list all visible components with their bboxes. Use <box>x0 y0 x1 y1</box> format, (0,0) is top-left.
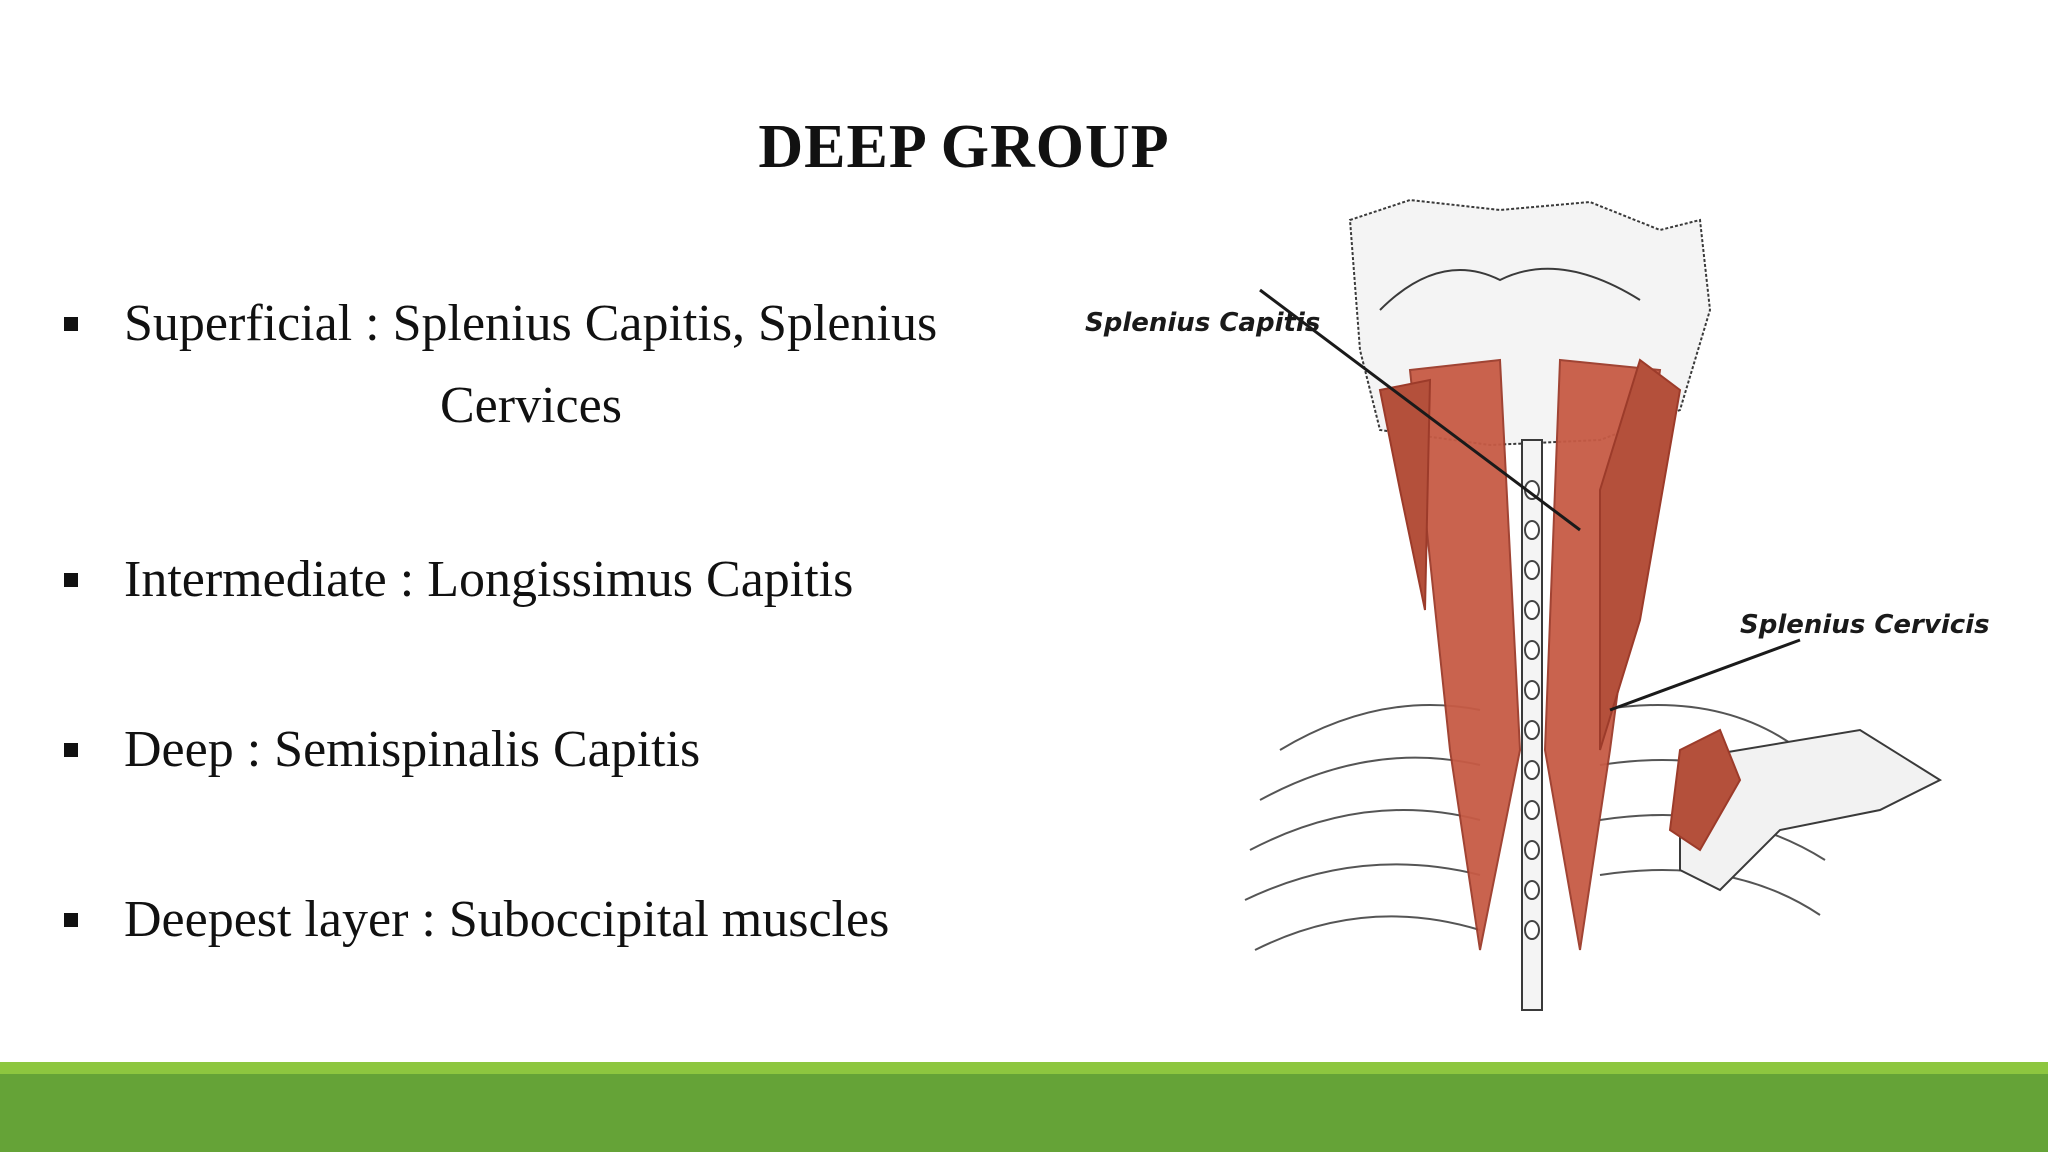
shoulder-muscle <box>1668 728 1742 852</box>
bullet-text: Deep : Semispinalis Capitis <box>124 721 701 778</box>
bullet-text: Deepest layer : Suboccipital muscles <box>124 891 890 948</box>
label-splenius-cervicis: Splenius Cervicis <box>1740 610 1990 640</box>
neck-muscle-illustration: Splenius Capitis Splenius Cervicis <box>1080 190 1990 1030</box>
slide-title: DEEP GROUP <box>758 113 1170 181</box>
bullet-list: Superficial : Splenius Capitis, Splenius… <box>0 0 1100 1000</box>
label-splenius-capitis: Splenius Capitis <box>1085 308 1321 338</box>
bullet-marker <box>64 913 78 927</box>
skull-suture <box>1379 267 1641 311</box>
bullet-marker <box>64 743 78 757</box>
bullet-continuation: Cervices <box>440 377 622 434</box>
footer-band-light <box>0 1062 2048 1074</box>
callout-line-capitis <box>1259 288 1581 532</box>
scapula <box>1679 728 1943 892</box>
callout-line-cervicis <box>1609 638 1801 712</box>
bullet-text: Superficial : Splenius Capitis, Splenius <box>124 295 938 352</box>
bullet-marker <box>64 317 78 331</box>
anatomy-drawing <box>1244 198 1943 1011</box>
left-lateral-muscle <box>1378 378 1432 611</box>
bullet-marker <box>64 573 78 587</box>
bullet-text: Intermediate : Longissimus Capitis <box>124 551 854 608</box>
vertebrae <box>1524 480 1540 940</box>
splenius-capitis-left <box>1408 358 1522 951</box>
splenius-cervicis <box>1599 358 1682 751</box>
footer-band-dark <box>0 1074 2048 1152</box>
